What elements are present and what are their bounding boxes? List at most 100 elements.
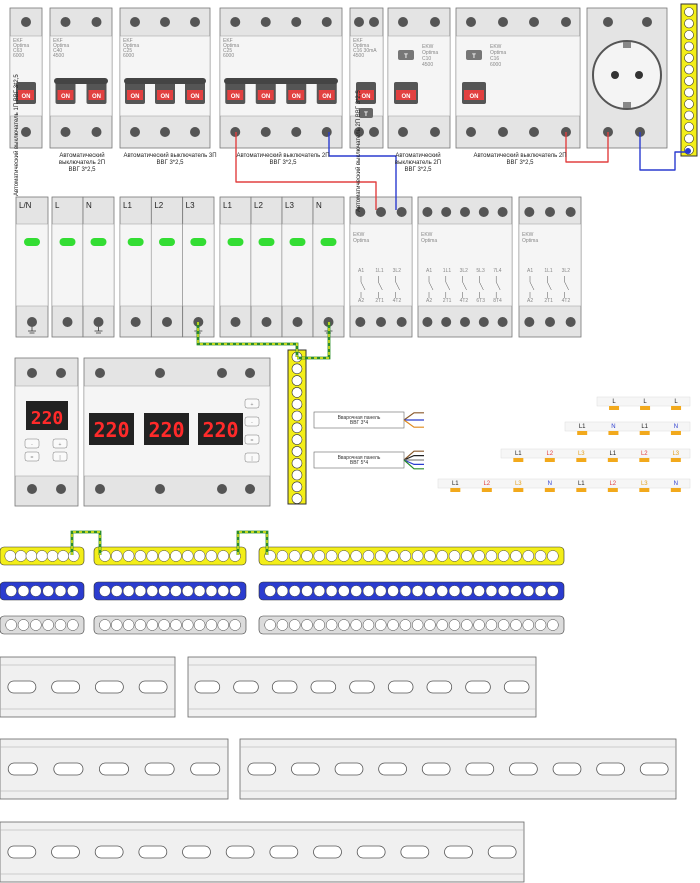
terminal-screw[interactable]: [291, 127, 302, 137]
terminal-screw[interactable]: [460, 317, 470, 327]
control-button[interactable]: [52, 451, 68, 462]
relay-r1[interactable]: L/N: [15, 196, 49, 338]
terminal-screw[interactable]: [27, 368, 37, 378]
terminal-screw[interactable]: [524, 207, 535, 217]
terminal-screw[interactable]: [130, 17, 140, 27]
control-button[interactable]: [244, 416, 260, 427]
terminal-screw[interactable]: [245, 484, 255, 494]
terminal-screw[interactable]: [497, 207, 508, 217]
terminal-screw[interactable]: [93, 317, 104, 327]
terminal-screw[interactable]: [466, 127, 476, 137]
terminal-screw[interactable]: [396, 317, 407, 327]
terminal-screw[interactable]: [130, 317, 141, 327]
terminal-screw[interactable]: [230, 127, 241, 137]
terminal-screw[interactable]: [369, 17, 379, 27]
terminal-screw[interactable]: [430, 17, 440, 27]
terminal-screw[interactable]: [91, 17, 102, 27]
terminal-screw[interactable]: [460, 207, 470, 217]
terminal-screw[interactable]: [321, 17, 332, 27]
terminal-screw[interactable]: [376, 317, 386, 327]
terminal-screw[interactable]: [56, 368, 66, 378]
terminal-screw[interactable]: [354, 17, 364, 27]
terminal-screw[interactable]: [441, 207, 452, 217]
control-button[interactable]: [52, 438, 68, 449]
terminal-screw[interactable]: [60, 127, 71, 137]
terminal-screw[interactable]: [292, 317, 303, 327]
terminal-screw[interactable]: [355, 317, 366, 327]
terminal-screw[interactable]: [529, 17, 539, 27]
terminal-screw[interactable]: [498, 127, 508, 137]
test-button[interactable]: [398, 50, 414, 60]
terminal-screw[interactable]: [62, 317, 73, 327]
terminal-screw[interactable]: [355, 207, 366, 217]
terminal-screw[interactable]: [60, 17, 71, 27]
terminal-screw[interactable]: [396, 207, 407, 217]
terminal-screw[interactable]: [565, 317, 576, 327]
terminal-screw[interactable]: [130, 127, 140, 137]
terminal-screw[interactable]: [27, 484, 37, 494]
terminal-screw[interactable]: [354, 127, 364, 137]
terminal-screw[interactable]: [565, 207, 576, 217]
din-socket[interactable]: [586, 7, 668, 149]
terminal-screw[interactable]: [498, 17, 508, 27]
terminal-screw[interactable]: [155, 484, 165, 494]
terminal-screw[interactable]: [398, 17, 408, 27]
terminal-screw[interactable]: [321, 127, 332, 137]
terminal-screw[interactable]: [21, 17, 31, 27]
terminal-screw[interactable]: [95, 484, 105, 494]
terminal-screw[interactable]: [245, 368, 255, 378]
terminal-screw[interactable]: [441, 317, 452, 327]
terminal-screw[interactable]: [545, 317, 555, 327]
control-button[interactable]: [244, 452, 260, 463]
terminal-screw[interactable]: [190, 127, 200, 137]
terminal-screw[interactable]: [190, 17, 200, 27]
terminal-screw[interactable]: [95, 368, 105, 378]
terminal-screw[interactable]: [369, 127, 379, 137]
terminal-screw[interactable]: [21, 127, 31, 137]
terminal-screw[interactable]: [260, 127, 271, 137]
terminal-screw[interactable]: [422, 207, 433, 217]
terminal-screw[interactable]: [478, 317, 489, 327]
terminal-screw[interactable]: [466, 17, 476, 27]
terminal-screw[interactable]: [430, 127, 440, 137]
terminal-screw[interactable]: [642, 17, 652, 27]
terminal-screw[interactable]: [27, 317, 37, 327]
terminal-screw[interactable]: [230, 17, 241, 27]
terminal-screw[interactable]: [376, 207, 386, 217]
terminal-screw[interactable]: [545, 207, 555, 217]
terminal-screw[interactable]: [398, 127, 408, 137]
terminal-screw[interactable]: [529, 127, 539, 137]
control-button[interactable]: [244, 398, 260, 409]
control-button[interactable]: [244, 434, 260, 445]
terminal-screw[interactable]: [561, 17, 571, 27]
terminal-screw[interactable]: [261, 317, 272, 327]
terminal-screw[interactable]: [160, 127, 170, 137]
terminal-screw[interactable]: [91, 127, 102, 137]
terminal-screw[interactable]: [160, 17, 170, 27]
terminal-screw[interactable]: [603, 17, 613, 27]
terminal-screw[interactable]: [291, 17, 302, 27]
terminal-screw[interactable]: [524, 317, 535, 327]
terminal-screw[interactable]: [217, 368, 227, 378]
control-button[interactable]: [24, 451, 40, 462]
single-phase-voltmeter[interactable]: 220-+=|: [14, 357, 79, 507]
terminal-screw[interactable]: [230, 317, 241, 327]
test-button[interactable]: [359, 108, 373, 118]
terminal-screw[interactable]: [422, 317, 433, 327]
terminal-screw[interactable]: [162, 317, 172, 327]
terminal-screw[interactable]: [56, 484, 66, 494]
test-button[interactable]: [466, 50, 482, 60]
